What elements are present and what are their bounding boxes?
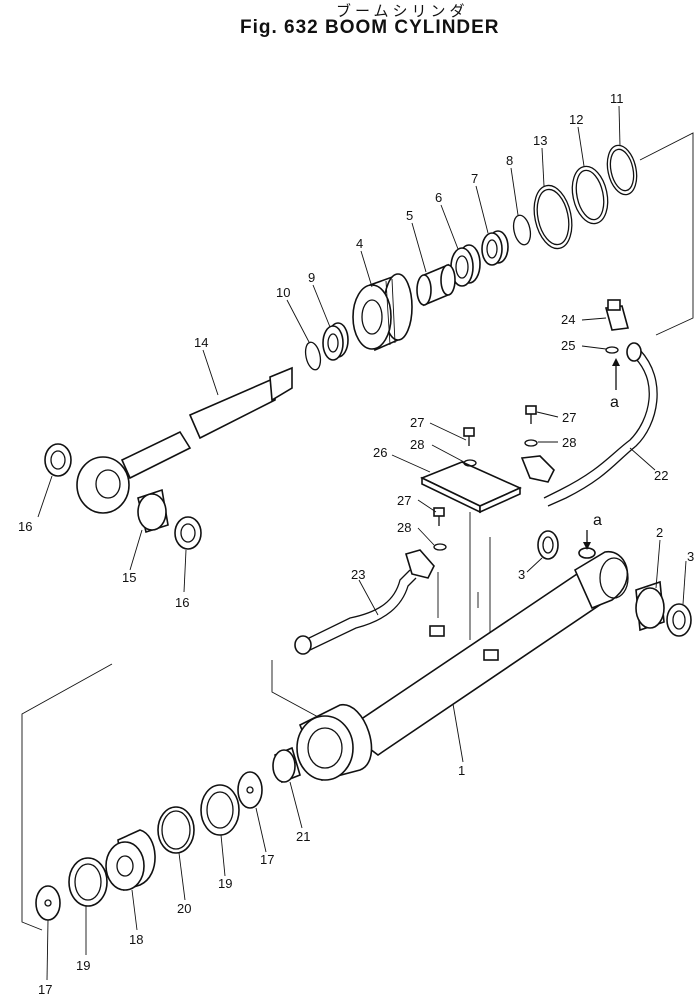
part-5-bushing	[416, 263, 456, 307]
callout-23: 23	[351, 567, 365, 582]
arrow-a-tube	[583, 530, 591, 550]
callout-27-c: 27	[397, 493, 411, 508]
part-19-wear-ring-lower	[68, 857, 108, 907]
part-10-ring	[304, 341, 322, 371]
part-16-bushing-lower	[174, 516, 202, 550]
part-23-pipe	[294, 569, 417, 655]
callout-19-b: 19	[76, 958, 90, 973]
callout-labels: 11 12 13 8 7 6 5 4 9 10 14 24 25 a 27 27…	[18, 91, 694, 997]
callout-11: 11	[610, 91, 624, 106]
part-21-nut	[272, 746, 301, 784]
callout-20: 20	[177, 901, 191, 916]
callout-3-a: 3	[687, 549, 694, 564]
part-17-plate-lower	[35, 885, 61, 921]
callout-10: 10	[276, 285, 290, 300]
callout-8: 8	[506, 153, 513, 168]
callout-13: 13	[533, 133, 547, 148]
callout-15: 15	[122, 570, 136, 585]
part-7-seal	[481, 230, 509, 266]
callout-27-a: 27	[410, 415, 424, 430]
figure-title: Fig. 632 BOOM CYLINDER	[240, 17, 500, 38]
part-3-dust-seal-left	[537, 530, 559, 560]
part-18-piston	[105, 829, 156, 892]
part-6-wiper	[450, 244, 481, 287]
callout-16-a: 16	[18, 519, 32, 534]
callout-2: 2	[656, 525, 663, 540]
reference-lines	[21, 132, 694, 931]
part-16-bushing-upper	[44, 443, 72, 477]
callout-3-b: 3	[518, 567, 525, 582]
arrow-a-pipe	[612, 358, 620, 390]
part-3-dust-seal-right	[666, 603, 692, 637]
part-15-bushing	[137, 488, 169, 534]
callout-14: 14	[194, 335, 208, 350]
callout-28-b: 28	[562, 435, 576, 450]
callout-a-tube: a	[593, 512, 602, 529]
part-9-packing	[322, 322, 349, 361]
callout-25: 25	[561, 338, 575, 353]
part-4-cylinder-head	[352, 273, 413, 352]
callout-26: 26	[373, 445, 387, 460]
callout-17-a: 17	[260, 852, 274, 867]
part-24-elbow-fitting	[604, 299, 630, 331]
callout-6: 6	[435, 190, 442, 205]
part-25-o-ring	[605, 346, 619, 354]
part-20-seal	[157, 806, 195, 854]
part-28-washers	[433, 439, 538, 551]
callout-28-c: 28	[397, 520, 411, 535]
callout-5: 5	[406, 208, 413, 223]
part-2-bushing	[635, 580, 665, 632]
pipe-clamps	[405, 455, 555, 579]
callout-21: 21	[296, 829, 310, 844]
callout-22: 22	[654, 468, 668, 483]
callout-12: 12	[569, 112, 583, 127]
callout-4: 4	[356, 236, 363, 251]
part-19-wear-ring-upper	[200, 784, 240, 836]
part-22-pipe	[543, 342, 658, 507]
part-27-bolts	[433, 405, 537, 526]
title-japanese: ブームシリンダ	[336, 2, 469, 20]
part-8-snap-ring	[512, 214, 532, 246]
part-12-backup-ring	[571, 165, 609, 225]
callout-7: 7	[471, 171, 478, 186]
part-11-o-ring	[606, 144, 638, 196]
leader-lines	[37, 105, 687, 981]
callout-19-a: 19	[218, 876, 232, 891]
callout-27-b: 27	[562, 410, 576, 425]
callout-28-a: 28	[410, 437, 424, 452]
part-13-backup-ring	[533, 184, 573, 250]
callout-1: 1	[458, 763, 465, 778]
callout-16-b: 16	[175, 595, 189, 610]
callout-17-b: 17	[38, 982, 52, 994]
part-14-piston-rod	[76, 366, 293, 514]
part-1-cylinder-tube	[296, 547, 629, 781]
callout-24: 24	[561, 312, 575, 327]
callout-9: 9	[308, 270, 315, 285]
part-26-plate	[420, 461, 522, 514]
callout-18: 18	[129, 932, 143, 947]
part-17-plate-upper	[237, 771, 263, 809]
callout-a-pipe: a	[610, 394, 619, 411]
